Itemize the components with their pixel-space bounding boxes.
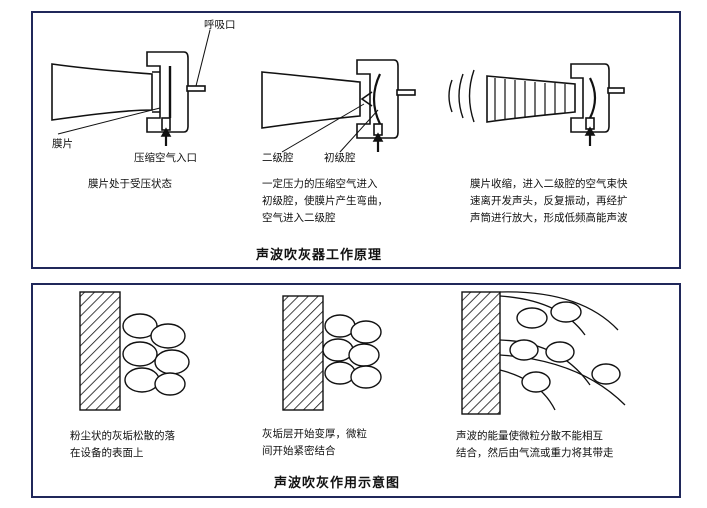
- wall-stage3: [461, 291, 501, 415]
- effect-title: 声波吹灰作用示意图: [274, 476, 401, 491]
- sound-wave-arcs: [448, 69, 475, 123]
- diaphragm-label: 膜片: [52, 138, 73, 150]
- principle-title: 声波吹灰器工作原理: [256, 248, 383, 263]
- wall-stage1: [79, 291, 121, 411]
- air-inlet-label: 压缩空气入口: [134, 152, 197, 164]
- sound-horn-stage1: [51, 29, 211, 146]
- effect-stage3-caption: 声波的能量使微粒分散不能相互 结合，然后由气流或重力将其带走: [456, 430, 614, 459]
- particles-stage1: [122, 313, 190, 396]
- particles-stage2: [322, 314, 382, 389]
- principle-stage3-caption: 膜片收缩，进入二级腔的空气束快 速离开发声头，反复振动，再经扩 声筒进行放大，形…: [470, 178, 628, 224]
- effect-stage1-caption: 粉尘状的灰垢松散的落 在设备的表面上: [70, 430, 175, 459]
- principle-stage1-caption: 膜片处于受压状态: [88, 178, 172, 190]
- effect-stage2-caption: 灰垢层开始变厚，微粒 间开始紧密结合: [262, 428, 367, 457]
- principle-stage2-caption: 一定压力的压缩空气进入 初级腔，使膜片产生弯曲， 空气进入二级腔: [262, 178, 388, 224]
- sound-horn-stage2: [261, 59, 416, 153]
- first-chamber-label: 初级腔: [324, 152, 356, 164]
- working-principle-panel: [31, 11, 681, 269]
- wall-stage2: [282, 295, 324, 411]
- particles-stage3: [509, 301, 621, 393]
- sound-horn-stage3: [486, 63, 625, 146]
- breath-port-label: 呼吸口: [204, 19, 236, 31]
- second-chamber-label: 二级腔: [262, 152, 294, 164]
